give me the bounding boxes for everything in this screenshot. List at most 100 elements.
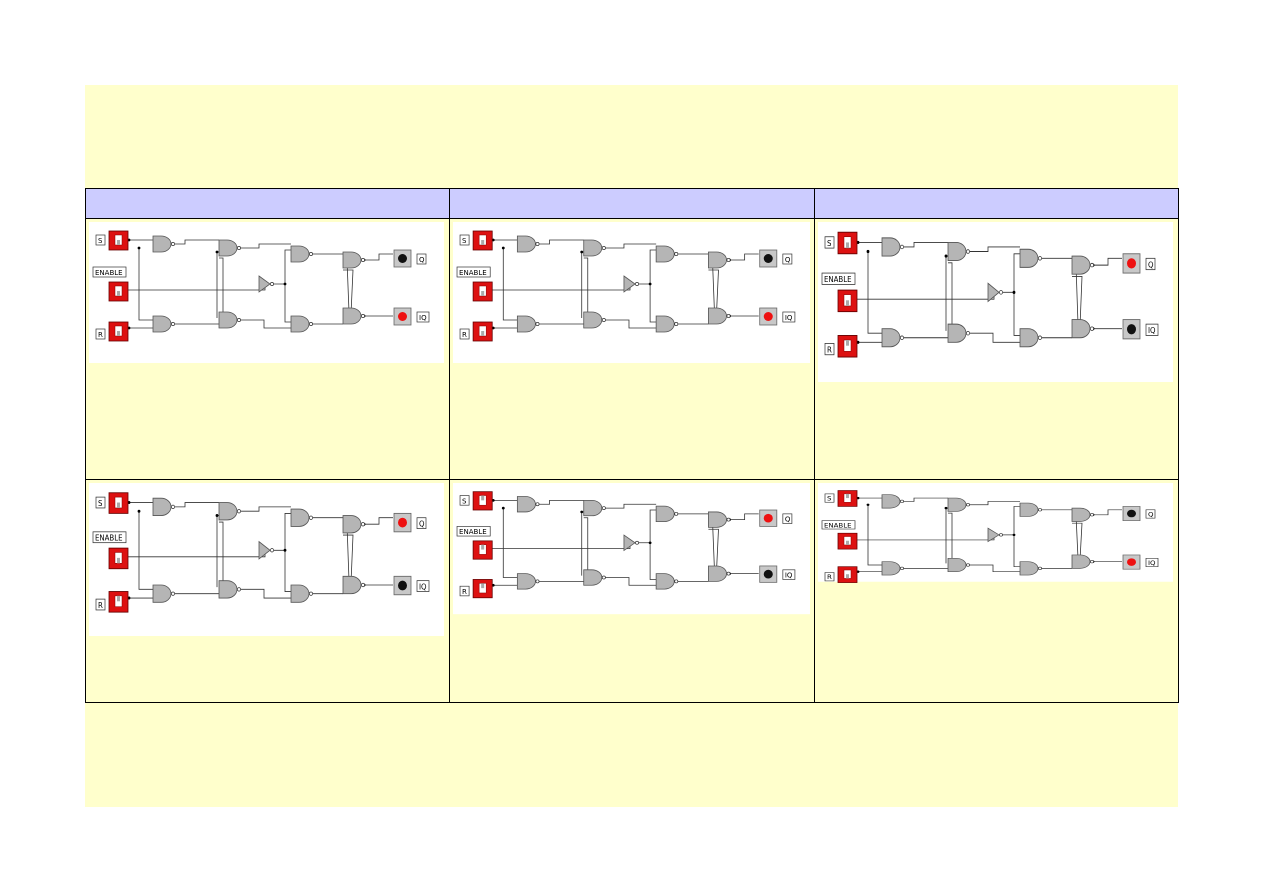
wire [271, 283, 291, 323]
nand-gate [290, 584, 310, 603]
nand-gate [708, 565, 727, 582]
label-box [824, 572, 835, 582]
diagram-canvas [453, 222, 810, 363]
nand-gate [516, 573, 536, 590]
nand-gate [218, 311, 238, 329]
switch-knob [117, 557, 120, 564]
inverter-bubble [674, 511, 679, 516]
label-box [416, 580, 430, 592]
inverter-bubble [999, 290, 1003, 295]
label-box [824, 493, 835, 503]
label-r: R [827, 574, 832, 581]
wire [364, 517, 393, 525]
switch-knob [846, 540, 849, 545]
wire [1013, 253, 1020, 293]
label-iq: IQ [419, 582, 427, 591]
wire [240, 243, 291, 249]
inverter-bubble [237, 509, 241, 514]
label-r: R [827, 345, 832, 355]
label-box [95, 328, 106, 340]
inverter-bubble [726, 571, 731, 576]
inverter-bubble [361, 522, 365, 527]
junction-dot [501, 246, 505, 250]
label-box [824, 343, 835, 356]
switch-knob [481, 291, 485, 296]
led-lamp-on [1127, 258, 1136, 269]
junction-dot [1012, 290, 1016, 294]
inverter-bubble [237, 246, 241, 250]
inverter-bubble [1090, 326, 1094, 331]
led-lamp-on [763, 312, 773, 321]
switch-knob [481, 240, 485, 245]
label-box [456, 266, 491, 278]
nand-gate [218, 502, 238, 521]
inverter-bubble [1090, 513, 1094, 517]
wire [502, 248, 518, 321]
wire [583, 517, 589, 572]
label-q: Q [419, 256, 425, 264]
wire [649, 509, 657, 543]
nand-gate [152, 584, 172, 603]
label-box [416, 253, 427, 265]
wire [284, 512, 291, 551]
wire [969, 501, 1020, 506]
label-iq: IQ [419, 314, 427, 322]
inverter-bubble [1090, 560, 1094, 564]
label-box [459, 495, 470, 506]
wire [903, 241, 948, 248]
led-lamp-off [398, 580, 407, 591]
label-enable: ENABLE [95, 533, 123, 542]
label-box [459, 234, 470, 246]
nand-gate [1071, 507, 1091, 522]
switch-knob [846, 493, 849, 499]
inverter-bubble [726, 258, 731, 262]
nand-gate [152, 497, 172, 516]
inverter-bubble [726, 314, 731, 318]
switch-knob [846, 574, 849, 579]
junction-dot [944, 254, 948, 258]
switch-knob [117, 331, 120, 336]
led-lamp-off [1127, 324, 1136, 335]
switch-knob [117, 502, 120, 508]
nand-gate [342, 515, 362, 534]
label-q: Q [1148, 260, 1154, 270]
junction-dot [1012, 533, 1016, 537]
inverter-bubble [726, 517, 731, 522]
wire [343, 269, 354, 315]
junction-dot [501, 506, 505, 510]
wire [1093, 509, 1122, 516]
switch-knob [481, 583, 485, 589]
not-gate [623, 275, 636, 293]
not-gate [987, 282, 1000, 303]
label-r: R [462, 330, 467, 339]
wire [636, 542, 657, 580]
inverter-bubble [900, 566, 904, 570]
wire [604, 319, 657, 329]
switch-knob [481, 495, 485, 501]
not-gate [987, 527, 1000, 543]
nand-gate [290, 245, 310, 263]
wire [867, 504, 882, 566]
label-iq: IQ [785, 572, 793, 580]
nand-gate [708, 511, 727, 528]
inverter-bubble [900, 244, 904, 250]
nand-gate [152, 235, 172, 253]
wire [1000, 534, 1020, 568]
nand-gate [947, 557, 967, 573]
wire [271, 549, 291, 592]
label-box [456, 526, 491, 537]
junction-dot [648, 282, 652, 286]
inverter-bubble [999, 533, 1003, 537]
label-box [782, 311, 796, 323]
label-enable: ENABLE [824, 522, 852, 529]
inverter-bubble [635, 282, 639, 286]
inverter-bubble [601, 575, 606, 580]
inverter-bubble [601, 246, 606, 250]
inverter-bubble [1038, 335, 1042, 340]
label-box [824, 236, 835, 249]
inverter-bubble [535, 502, 540, 507]
